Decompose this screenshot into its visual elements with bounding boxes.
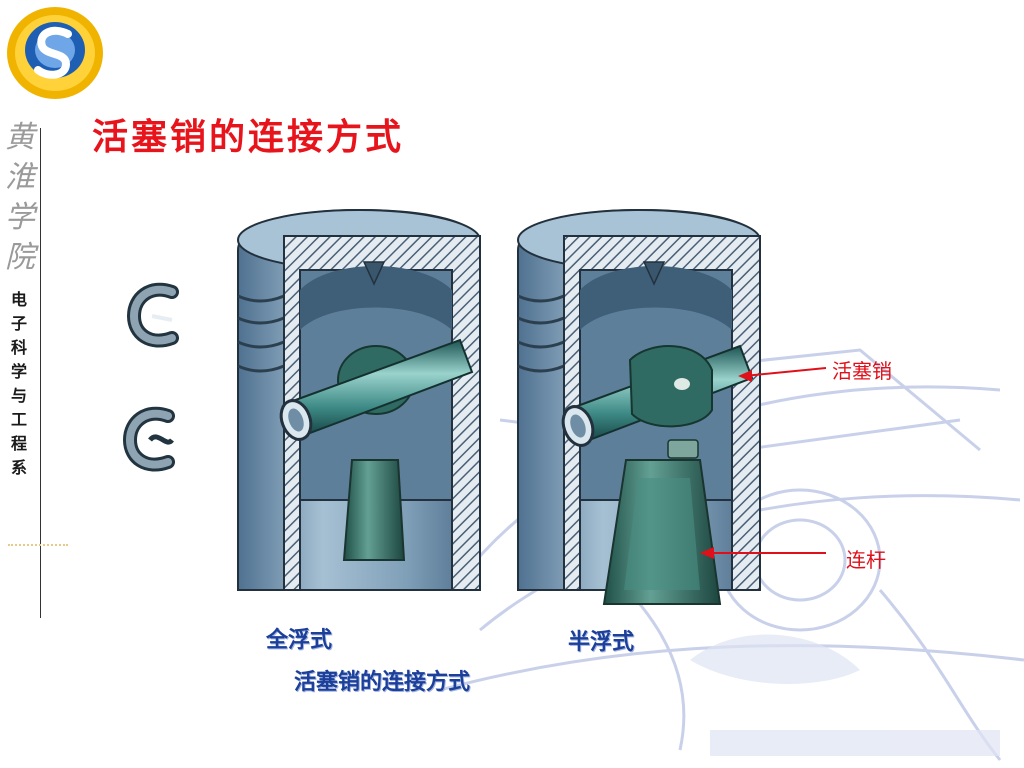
sidebar-divider <box>40 128 41 618</box>
label-piston-pin: 活塞销 <box>832 359 892 383</box>
label-connecting-rod: 连杆 <box>846 548 886 572</box>
piston-full-floating <box>237 208 481 591</box>
circlip-lower-icon <box>122 406 175 472</box>
caption-full-floating: 全浮式 <box>266 628 333 653</box>
slide-title: 活塞销的连接方式 <box>92 116 405 158</box>
caption-semi-floating: 半浮式 <box>568 630 635 655</box>
callout-arrow-rod <box>700 547 826 559</box>
figure-caption: 活塞销的连接方式 <box>294 670 471 695</box>
college-logo-icon <box>7 7 103 99</box>
callout-arrow-pin <box>738 367 827 382</box>
sidebar-dotted-line <box>8 544 68 546</box>
circlip-upper-icon <box>126 282 179 348</box>
background-engine-sketch <box>440 348 1024 761</box>
department-name: 电子科学与工程系 <box>10 290 27 477</box>
school-name: 黄淮学院 <box>5 120 35 275</box>
piston-semi-floating <box>517 208 761 605</box>
